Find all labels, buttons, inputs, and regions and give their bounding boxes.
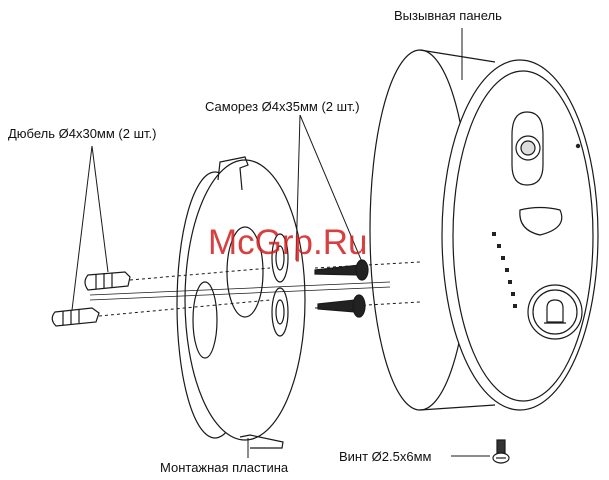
screw-upper (315, 260, 368, 280)
call-panel-label: Вызывная панель (394, 8, 502, 23)
bolt (493, 440, 509, 463)
screw-label: Саморез Ø4x35мм (2 шт.) (205, 99, 360, 114)
call-panel (370, 50, 598, 410)
screw-lower (318, 295, 365, 317)
watermark: McGrp.Ru (208, 224, 367, 262)
bolt-label: Винт Ø2.5x6мм (339, 449, 431, 464)
dowel-label: Дюбель Ø4x30мм (2 шт.) (8, 126, 156, 141)
dowel-upper (85, 272, 130, 290)
dowel-lower (52, 308, 99, 326)
mounting-plate-label: Монтажная пластина (160, 460, 288, 475)
mounting-plate (177, 157, 305, 448)
